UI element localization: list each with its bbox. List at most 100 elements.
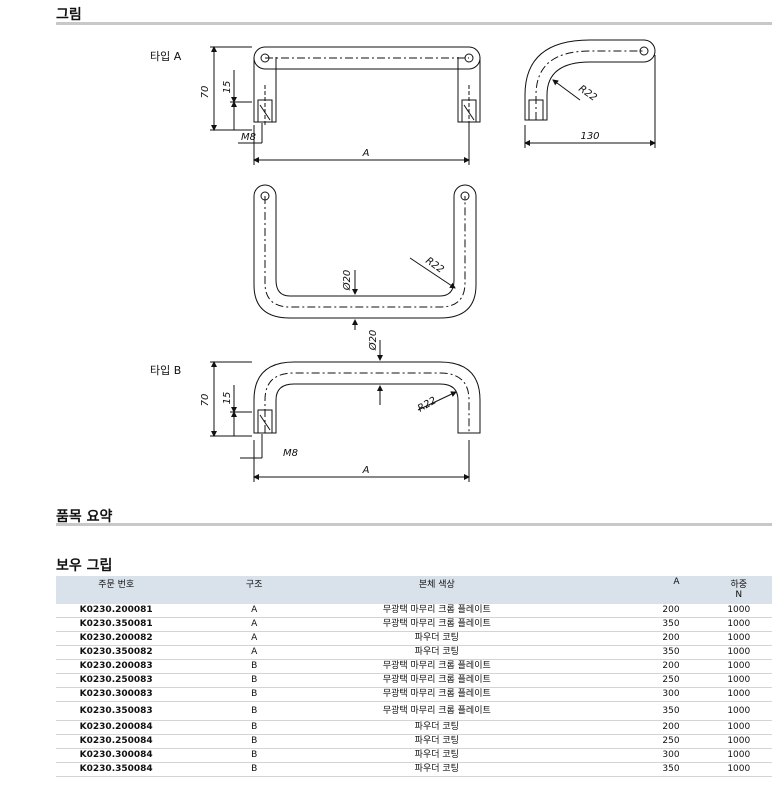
cell-load: 1000 xyxy=(705,720,772,735)
cell-type: B xyxy=(176,762,332,777)
cell-body-color: 무광택 마무리 크롬 플레이트 xyxy=(332,673,542,688)
dim-dia20-b: Ø20 xyxy=(367,330,379,352)
cell-load: 1000 xyxy=(705,604,772,618)
column-header-color: 본체 색상 xyxy=(332,576,542,604)
cell-dimension-a: 250 xyxy=(541,673,706,688)
cell-order-number: K0230.250084 xyxy=(56,734,177,749)
side-view xyxy=(524,39,656,148)
cell-order-number: K0230.350082 xyxy=(56,645,177,660)
cell-order-number: K0230.250083 xyxy=(56,673,177,688)
dim-15-b: 15 xyxy=(222,392,233,405)
dim-a: A xyxy=(362,148,370,159)
cell-dimension-a: 200 xyxy=(541,720,706,735)
dim-r22-top: R22 xyxy=(423,255,445,275)
cell-body-color: 파우더 코팅 xyxy=(332,645,542,660)
cell-type: B xyxy=(176,734,332,749)
dim-70-b: 70 xyxy=(200,394,211,407)
cell-order-number: K0230.300083 xyxy=(56,687,177,702)
type-a-front-view xyxy=(210,46,481,165)
type-b-label: 타입 B xyxy=(150,364,181,377)
section-divider xyxy=(56,523,772,526)
cell-body-color: 파우더 코팅 xyxy=(332,631,542,646)
cell-body-color: 무광택 마무리 크롬 플레이트 xyxy=(332,604,542,618)
technical-drawing: 타입 A 타입 B 70 15 M8 A R22 130 Ø20 R22 Ø20… xyxy=(150,39,656,482)
cell-order-number: K0230.200082 xyxy=(56,631,177,646)
cell-body-color: 무광택 마무리 크롬 플레이트 xyxy=(332,659,542,674)
cell-type: A xyxy=(176,631,332,646)
cell-dimension-a: 300 xyxy=(541,748,706,763)
cell-type: B xyxy=(176,748,332,763)
dim-r22-b: R22 xyxy=(416,395,439,414)
cell-order-number: K0230.200084 xyxy=(56,720,177,735)
cell-dimension-a: 200 xyxy=(541,659,706,674)
cell-load: 1000 xyxy=(705,659,772,674)
cell-order-number: K0230.200081 xyxy=(56,604,177,618)
cell-type: B xyxy=(176,673,332,688)
cell-order-number: K0230.300084 xyxy=(56,748,177,763)
column-header-load-unit: N xyxy=(735,590,743,600)
cell-dimension-a: 350 xyxy=(541,701,706,721)
dim-dia20-top: Ø20 xyxy=(341,270,353,292)
section-divider xyxy=(56,22,772,25)
cell-load: 1000 xyxy=(705,701,772,721)
cell-load: 1000 xyxy=(705,687,772,702)
cell-body-color: 무광택 마무리 크롬 플레이트 xyxy=(332,701,542,721)
dim-15: 15 xyxy=(222,81,233,94)
section-title-summary: 품목 요약 xyxy=(56,509,113,525)
dim-130: 130 xyxy=(580,131,599,142)
cell-order-number: K0230.200083 xyxy=(56,659,177,674)
cell-body-color: 파우더 코팅 xyxy=(332,720,542,735)
cell-load: 1000 xyxy=(705,673,772,688)
cell-load: 1000 xyxy=(705,617,772,632)
type-a-label: 타입 A xyxy=(150,50,182,63)
cell-order-number: K0230.350083 xyxy=(56,701,177,721)
dim-r22: R22 xyxy=(576,83,598,103)
cell-body-color: 파우더 코팅 xyxy=(332,748,542,763)
cell-load: 1000 xyxy=(705,748,772,763)
cell-order-number: K0230.350081 xyxy=(56,617,177,632)
section-title-drawing: 그림 xyxy=(56,7,82,23)
cell-body-color: 파우더 코팅 xyxy=(332,762,542,777)
cell-dimension-a: 250 xyxy=(541,734,706,749)
cell-dimension-a: 300 xyxy=(541,687,706,702)
cell-load: 1000 xyxy=(705,645,772,660)
cell-type: B xyxy=(176,720,332,735)
cell-type: A xyxy=(176,645,332,660)
cell-dimension-a: 350 xyxy=(541,762,706,777)
top-view xyxy=(253,184,477,330)
column-header-order: 주문 번호 xyxy=(56,576,177,604)
column-header-type: 구조 xyxy=(176,576,332,604)
cell-load: 1000 xyxy=(705,734,772,749)
cell-body-color: 무광택 마무리 크롬 플레이트 xyxy=(332,617,542,632)
cell-type: B xyxy=(176,659,332,674)
cell-type: A xyxy=(176,617,332,632)
column-header-load: 하중 N xyxy=(705,576,772,604)
cell-dimension-a: 350 xyxy=(541,645,706,660)
dim-70: 70 xyxy=(200,86,211,99)
dim-m8: M8 xyxy=(241,132,256,143)
column-header-load-label: 하중 xyxy=(730,580,748,590)
section-title-accessories: 보우 그립 xyxy=(56,558,113,574)
type-b-front-view xyxy=(210,340,481,482)
cell-type: B xyxy=(176,701,332,721)
table-header-row: 주문 번호 구조 본체 색상 A 하중 N xyxy=(56,576,772,604)
cell-dimension-a: 200 xyxy=(541,604,706,618)
cell-body-color: 파우더 코팅 xyxy=(332,734,542,749)
cell-order-number: K0230.350084 xyxy=(56,762,177,777)
cell-load: 1000 xyxy=(705,631,772,646)
cell-body-color: 무광택 마무리 크롬 플레이트 xyxy=(332,687,542,702)
